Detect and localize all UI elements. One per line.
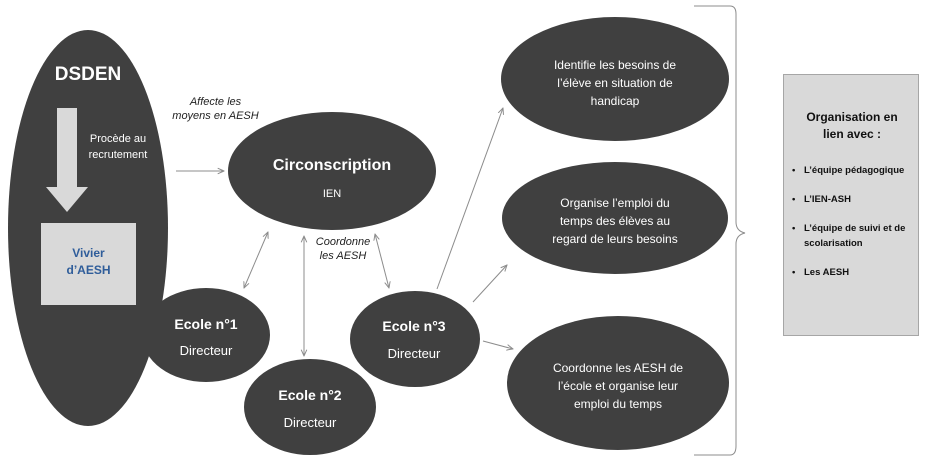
recruit-label-line2: recrutement xyxy=(88,149,148,161)
action-2-text: Organise l’emploi du temps des élèves au… xyxy=(523,194,707,248)
vivier-box: Vivier d’AESH xyxy=(41,223,136,305)
ecole-2-ellipse xyxy=(244,359,376,455)
dsden-title: DSDEN xyxy=(54,64,122,85)
action-1-line3: handicap xyxy=(590,94,640,108)
ecole-2-role: Directeur xyxy=(283,415,337,430)
organisation-title-line2: lien avec : xyxy=(822,127,882,141)
coordonne-note: Coordonne les AESH xyxy=(308,235,378,263)
coordonne-note-line2: les AESH xyxy=(319,250,367,262)
coordonne-note-line1: Coordonne xyxy=(315,236,371,248)
affecte-note-line1: Affecte les xyxy=(189,96,242,108)
ecole-2-name: Ecole n°2 xyxy=(278,387,342,403)
vivier-label-line2: d’AESH xyxy=(66,263,111,277)
action-2-line2: temps des élèves au xyxy=(559,214,671,228)
ecole-1-role: Directeur xyxy=(179,343,233,358)
action-2-line1: Organise l’emploi du xyxy=(560,196,670,210)
organisation-item: L’IEN-ASH xyxy=(792,192,918,207)
connector-ecole3-action1 xyxy=(436,108,503,290)
connector-circ-ecole3 xyxy=(375,234,389,288)
action-1-line2: l’élève en situation de xyxy=(557,76,673,90)
connector-ecole3-action3 xyxy=(482,340,513,349)
action-2-ellipse xyxy=(502,162,728,274)
organisation-title: Organisation en lien avec : xyxy=(784,109,920,143)
organisation-title-line1: Organisation en xyxy=(806,110,898,124)
recruit-label: Procède au recrutement xyxy=(82,131,154,163)
circonscription-subtitle: IEN xyxy=(322,188,342,200)
connector-ecole3-action2 xyxy=(472,265,507,303)
circonscription-title: Circonscription xyxy=(272,157,392,174)
action-1-text: Identifie les besoins de l’élève en situ… xyxy=(523,56,707,110)
action-3-ellipse xyxy=(507,316,729,450)
recruit-label-line1: Procède au xyxy=(89,133,147,145)
action-1-ellipse xyxy=(501,17,729,141)
vivier-label-line1: Vivier xyxy=(72,246,105,260)
action-3-text: Coordonne les AESH de l’école et organis… xyxy=(526,359,710,413)
ecole-3-ellipse xyxy=(350,291,480,387)
connector-circ-ecole1 xyxy=(244,232,268,288)
ecole-3-name: Ecole n°3 xyxy=(382,318,446,334)
action-3-line1: Coordonne les AESH de xyxy=(552,361,684,375)
action-3-line3: emploi du temps xyxy=(573,397,663,411)
organisation-box: Organisation en lien avec : L’équipe péd… xyxy=(783,74,919,336)
action-3-line2: l’école et organise leur xyxy=(557,379,679,393)
circonscription-ellipse xyxy=(228,112,436,230)
action-2-line3: regard de leurs besoins xyxy=(552,232,678,246)
organisation-item: L’équipe pédagogique xyxy=(792,163,918,178)
organisation-item: L’équipe de suivi et de scolarisation xyxy=(792,221,918,251)
ecole-3-role: Directeur xyxy=(387,346,441,361)
ecole-1-name: Ecole n°1 xyxy=(174,316,238,332)
ecole-1-ellipse xyxy=(142,288,270,382)
action-1-line1: Identifie les besoins de xyxy=(553,58,677,72)
recruit-down-arrow xyxy=(46,108,88,212)
organisation-item: Les AESH xyxy=(792,265,918,280)
grouping-brace xyxy=(694,5,746,456)
affecte-note-line2: moyens en AESH xyxy=(172,110,259,122)
affecte-note: Affecte les moyens en AESH xyxy=(168,95,263,123)
organisation-list: L’équipe pédagogique L’IEN-ASH L’équipe … xyxy=(792,163,918,294)
